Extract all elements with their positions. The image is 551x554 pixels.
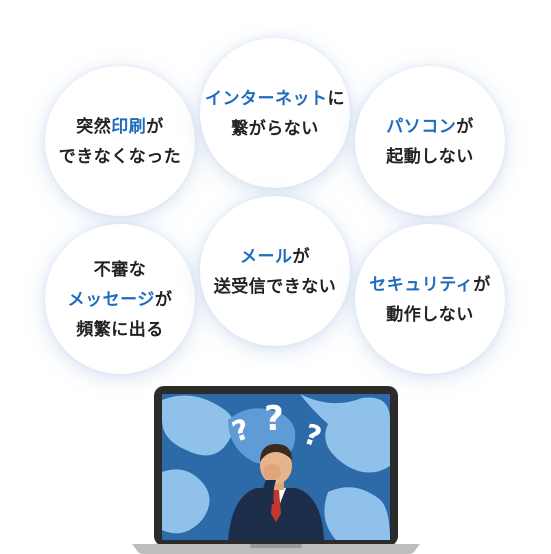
problem-bubble-mail: メールが 送受信できない <box>200 196 350 346</box>
highlight-text: パソコン <box>386 117 457 137</box>
problem-bubble-internet: インターネットに 繋がらない <box>200 38 350 188</box>
problem-bubble-printing: 突然印刷が できなくなった <box>45 66 195 216</box>
text: が <box>473 275 491 295</box>
text: 突然 <box>76 117 112 137</box>
highlight-text: メッセージ <box>67 290 155 310</box>
bubble-line: インターネットに <box>205 84 345 114</box>
text: が <box>292 247 310 267</box>
bubble-line: 送受信できない <box>213 277 337 297</box>
text: が <box>154 290 173 310</box>
problem-bubble-message: 不審な メッセージが 頻繁に出る <box>45 224 195 374</box>
question-mark-icon: ? <box>264 399 284 439</box>
bubble-line: 動作しない <box>386 305 474 325</box>
bubble-line: できなくなった <box>58 147 182 167</box>
bubble-line: 起動しない <box>386 147 474 167</box>
laptop-screen: ? ? ? <box>162 394 390 540</box>
laptop-with-confused-man-icon: ? ? ? <box>132 380 420 554</box>
text: が <box>146 117 164 137</box>
bubble-line: 頻繁に出る <box>76 320 164 340</box>
bubble-line: パソコンが <box>386 112 474 142</box>
bubble-line: 不審な <box>93 260 147 280</box>
bubble-line: メッセージが <box>68 285 173 315</box>
bubble-line: 突然印刷が <box>76 112 164 142</box>
highlight-text: セキュリティ <box>369 275 474 295</box>
bubble-line: メールが <box>240 242 310 272</box>
highlight-text: 印刷 <box>111 117 147 137</box>
problem-bubble-pc-boot: パソコンが 起動しない <box>355 66 505 216</box>
bubble-line: セキュリティが <box>369 270 490 300</box>
problem-bubble-security: セキュリティが 動作しない <box>355 224 505 374</box>
bubble-line: 繋がらない <box>231 119 319 139</box>
text: に <box>327 89 345 109</box>
laptop-base <box>132 544 420 554</box>
highlight-text: インターネット <box>205 89 328 109</box>
man-hand <box>263 464 281 480</box>
text: が <box>456 117 474 137</box>
highlight-text: メール <box>240 247 293 267</box>
